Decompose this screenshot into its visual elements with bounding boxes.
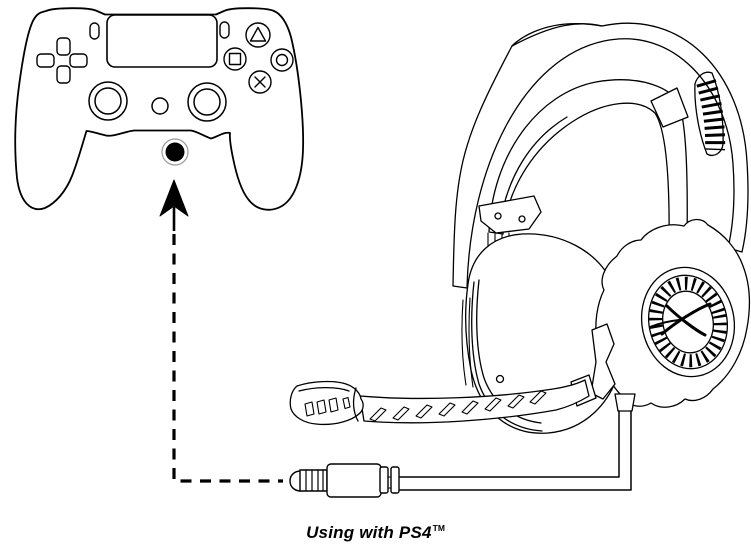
- dpad-up: [56, 37, 71, 56]
- mic-track: [461, 297, 474, 388]
- plate-screw-icon: [518, 215, 526, 223]
- dpad: [36, 37, 88, 84]
- strap-plate: [478, 195, 542, 256]
- options-button: [219, 21, 230, 39]
- audio-plug-3-5mm-icon: [289, 463, 400, 498]
- square-button: [223, 47, 247, 71]
- mic-capsule: [289, 380, 364, 426]
- mic-slots: [304, 396, 351, 417]
- caption: Using with PS4TM: [0, 523, 751, 543]
- dashed-route-icon: [159, 179, 283, 483]
- face-buttons: [223, 22, 294, 94]
- driver-plate-rings: [640, 266, 736, 378]
- strap-junction-flap: [650, 87, 689, 128]
- headset-jack-dot-icon: [161, 138, 189, 166]
- square-glyph-icon: [228, 52, 242, 66]
- trademark-symbol: TM: [432, 523, 445, 534]
- connection-arrow-icon: [159, 179, 189, 231]
- cross-glyph-icon: [254, 76, 266, 88]
- plug-strain-relief: [379, 466, 400, 494]
- circle-glyph-icon: [275, 53, 289, 67]
- caption-text: Using with PS4: [306, 523, 432, 542]
- hyperx-headset-icon: [399, 22, 750, 491]
- ps4-controller-icon: [14, 7, 305, 211]
- hyperx-logo-icon: [649, 302, 712, 337]
- plug-tip: [289, 470, 302, 492]
- ps-button: [151, 97, 169, 115]
- plug-body: [326, 463, 382, 498]
- dpad-down: [56, 65, 71, 84]
- dpad-left: [36, 53, 55, 68]
- headset-cable: [399, 393, 636, 491]
- triangle-glyph-icon: [249, 26, 267, 42]
- mic-hinge-screw-icon: [495, 374, 505, 384]
- triangle-button: [245, 22, 271, 48]
- cross-button: [248, 70, 272, 94]
- touchpad: [106, 14, 218, 68]
- boom-microphone-icon: [289, 379, 590, 426]
- frame-rib-grip: [696, 79, 726, 151]
- right-ear-cup: [595, 218, 750, 408]
- boom-vents: [369, 390, 547, 422]
- right-stick: [187, 82, 227, 122]
- plate-screw-icon: [494, 212, 502, 220]
- dpad-right: [69, 53, 88, 68]
- share-button: [89, 22, 100, 40]
- left-stick: [88, 81, 128, 121]
- circle-button: [270, 48, 294, 72]
